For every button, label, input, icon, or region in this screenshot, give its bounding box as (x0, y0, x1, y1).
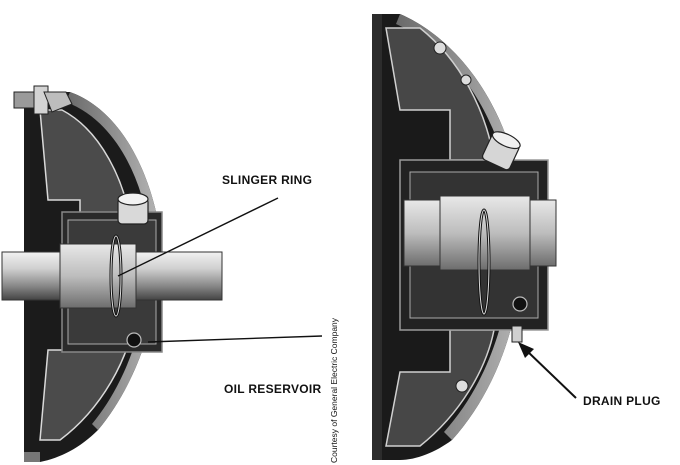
right-bracket-rim (396, 14, 524, 440)
photo-credit: Courtesy of General Electric Company (329, 317, 339, 463)
drain-plug (511, 325, 523, 343)
drain-plug-arrowhead (518, 342, 534, 358)
right-bearing-cutaway (372, 14, 557, 460)
right-mid-bolt (460, 74, 472, 86)
slinger-ring-leader (117, 197, 279, 277)
left-oil-level-hole (126, 332, 142, 348)
left-bearing-cutaway (1, 85, 223, 462)
right-oil-cup (481, 131, 521, 171)
slinger-ring-label: SLINGER RING (222, 173, 313, 187)
right-bottom-bolt (455, 379, 469, 393)
left-oil-cup (117, 192, 149, 225)
drain-plug-label: DRAIN PLUG (583, 394, 661, 408)
oil-reservoir-leader (147, 335, 323, 343)
drain-plug-leader (525, 349, 577, 399)
right-top-bolt (433, 41, 447, 55)
oil-reservoir-label: OIL RESERVOIR (224, 382, 322, 396)
right-reservoir-hole (512, 296, 528, 312)
